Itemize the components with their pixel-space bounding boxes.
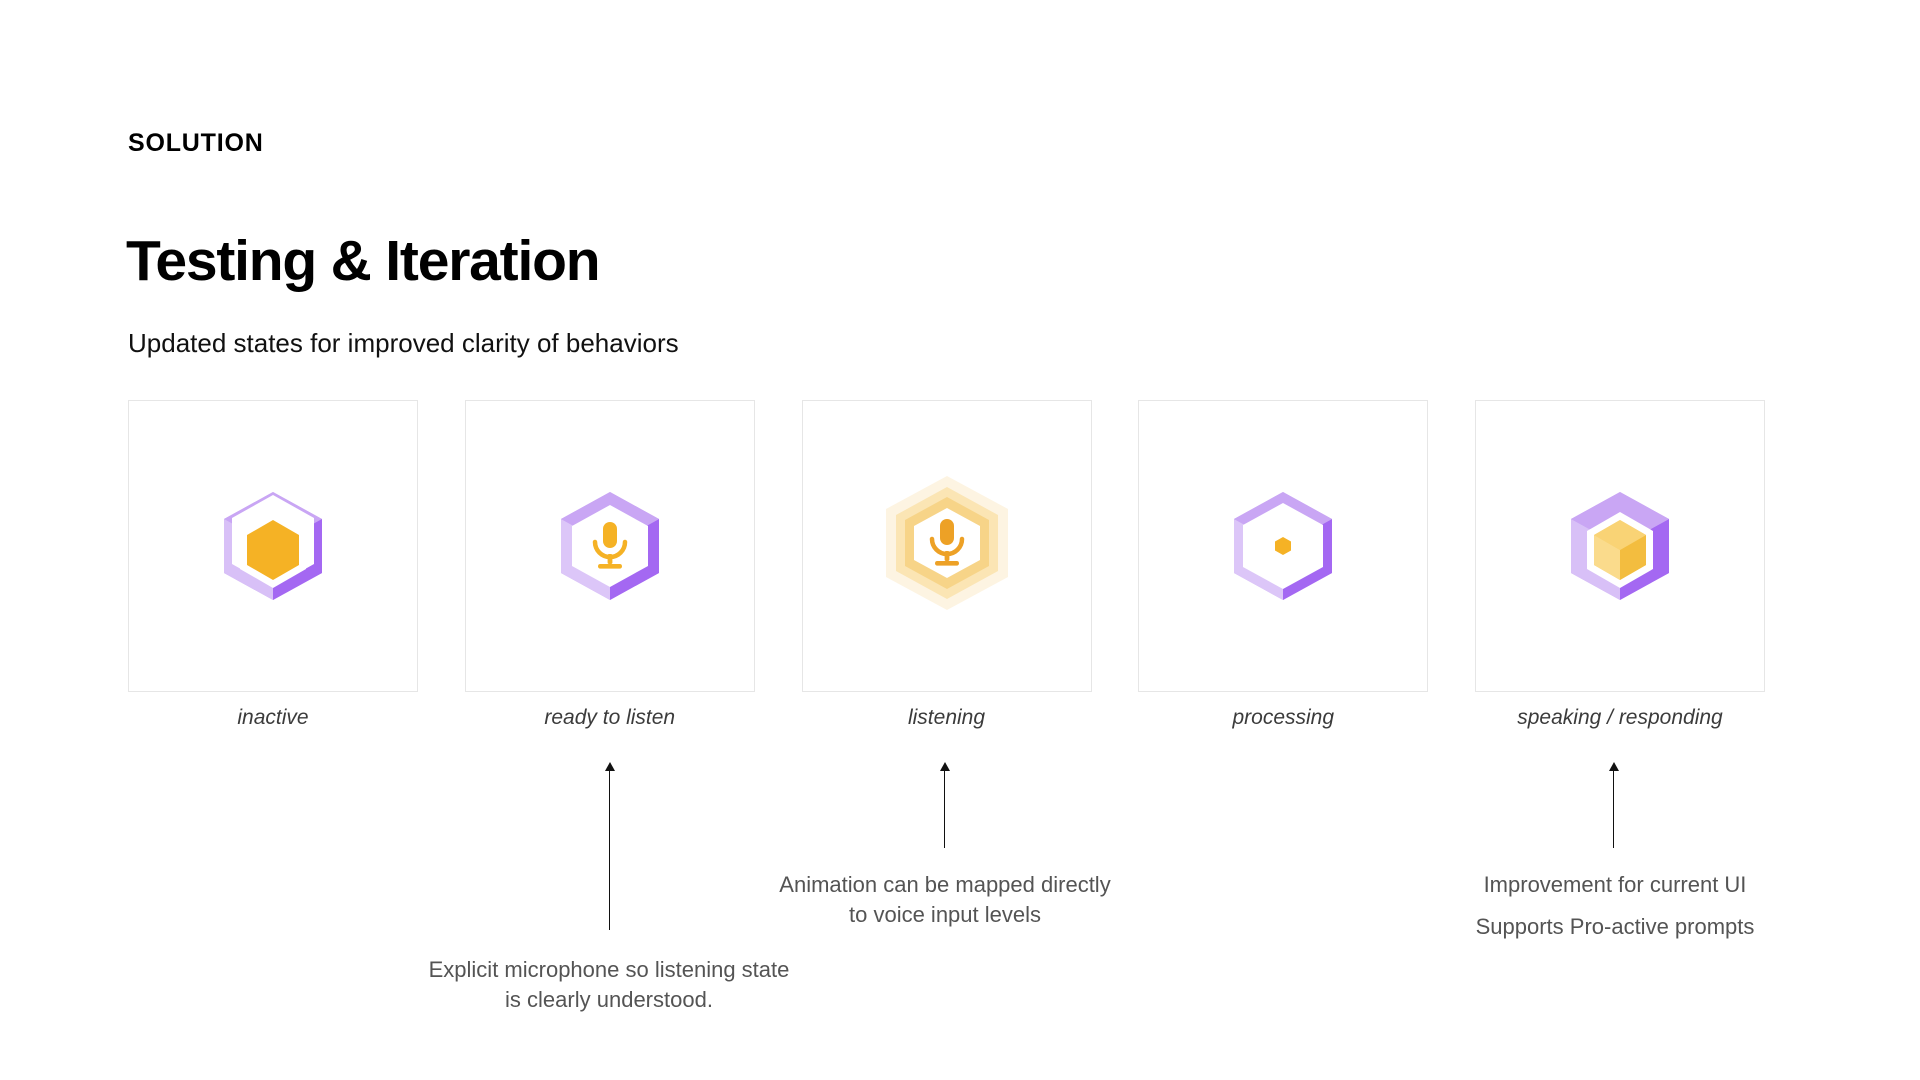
hexagon-solid-icon	[224, 492, 322, 600]
hexagon-microphone-icon	[560, 492, 659, 600]
callout-line-listening	[944, 770, 945, 848]
state-cards-row: inactive ready to	[128, 400, 1765, 729]
state-label-listening: listening	[907, 706, 986, 729]
callout-line-text: Improvement for current UI	[1483, 872, 1747, 897]
state-card-speaking[interactable]	[1475, 400, 1765, 692]
state-label-ready: ready to listen	[544, 706, 676, 729]
state-label-processing: processing	[1232, 706, 1335, 729]
page-title: Testing & Iteration	[126, 229, 601, 294]
hexagon-pulse-microphone-icon	[885, 476, 1008, 610]
section-eyebrow: SOLUTION	[128, 129, 264, 157]
state-card-listening[interactable]	[801, 400, 1092, 692]
callout-text-listening: Animation can be mapped directly to voic…	[695, 870, 1195, 929]
microphone-glyph	[592, 522, 627, 569]
state-card-processing[interactable]	[1138, 400, 1429, 692]
state-label-inactive: inactive	[237, 706, 309, 729]
microphone-glyph	[929, 519, 964, 566]
callout-line-text: Animation can be mapped directly	[779, 872, 1111, 897]
center-dot	[1275, 537, 1292, 555]
callout-text-ready: Explicit microphone so listening state i…	[359, 955, 859, 1014]
callout-arrow-ready	[605, 762, 615, 771]
state-card-ready[interactable]	[464, 400, 755, 692]
state-column-inactive: inactive	[128, 400, 418, 729]
callout-line-text: Supports Pro-active prompts	[1475, 913, 1755, 939]
callout-text-speaking: Improvement for current UI Supports Pro-…	[1365, 870, 1865, 941]
state-column-processing: processing	[1138, 400, 1429, 729]
state-card-inactive[interactable]	[128, 400, 418, 692]
hexagon-solid-amber-core-icon	[1571, 492, 1669, 600]
callout-arrow-listening	[940, 762, 950, 771]
hexagon-outline-dot-icon	[1234, 492, 1333, 600]
state-column-ready: ready to listen	[464, 400, 755, 729]
state-column-listening: listening	[801, 400, 1092, 729]
callout-line-text: Explicit microphone so listening state	[428, 957, 790, 982]
callout-line-speaking	[1613, 770, 1614, 848]
callout-line-text: is clearly understood.	[505, 986, 713, 1012]
page-subtitle: Updated states for improved clarity of b…	[128, 328, 679, 358]
callout-line-ready	[609, 770, 610, 930]
callout-arrow-speaking	[1609, 762, 1619, 771]
callout-line-text: to voice input levels	[849, 901, 1041, 927]
state-label-speaking: speaking / responding	[1517, 706, 1723, 729]
state-column-speaking: speaking / responding	[1475, 400, 1765, 729]
